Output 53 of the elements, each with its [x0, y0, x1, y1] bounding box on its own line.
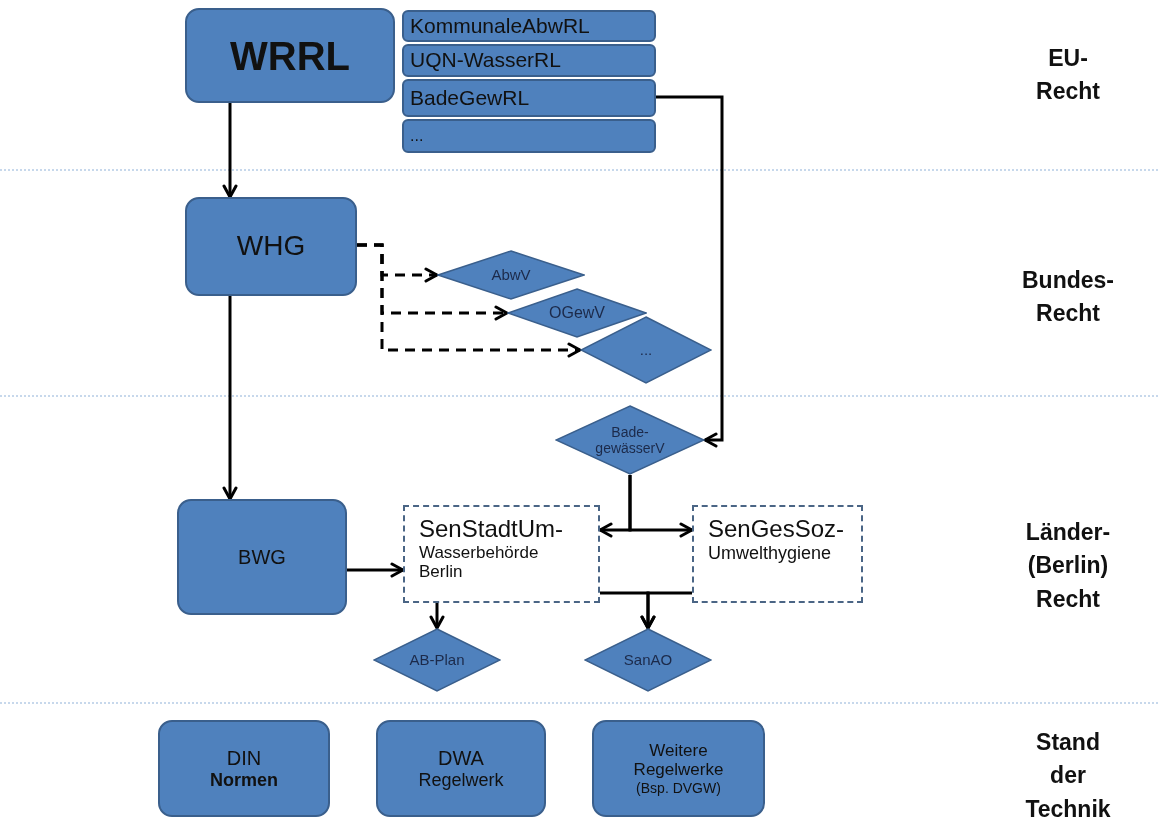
arrow [222, 296, 238, 501]
rounded-box [376, 720, 546, 817]
decision-diamond [555, 405, 705, 475]
node-label: OGewV [549, 303, 605, 323]
list-item-box [402, 119, 656, 153]
node-label: Umwelthygiene [708, 542, 832, 564]
decision-diamond [507, 288, 647, 338]
dashed-box [692, 505, 863, 603]
node-label: Wasserbehörde Berlin [419, 542, 540, 582]
node-label: BadeGewRL [410, 85, 530, 111]
decision-diamond [584, 628, 712, 692]
node-label: Weitere Regelwerke [632, 740, 725, 780]
dashed-box [403, 505, 600, 603]
arrow [628, 475, 694, 538]
node-label: SenGesSoz- [708, 515, 845, 543]
section-label: Länder- (Berlin) Recht [1025, 518, 1111, 614]
list-item-box [402, 44, 656, 77]
node-label: (Bsp. DVGW) [636, 780, 721, 797]
decision-diamond [580, 316, 712, 384]
node-label: BWG [238, 545, 286, 569]
node-label: Bade- gewässerV [595, 423, 665, 457]
arrow [347, 562, 405, 578]
node-label: SanAO [623, 651, 673, 669]
node-label: WRRL [230, 32, 350, 79]
list-item-box [402, 10, 656, 42]
arrow [357, 243, 582, 358]
node-label: ... [410, 126, 424, 146]
node-label: Regelwerk [418, 769, 504, 791]
node-label: DWA [438, 746, 484, 770]
rounded-box [185, 197, 357, 296]
list-item-box [402, 79, 656, 117]
section-label: Bundes- Recht [1022, 266, 1114, 329]
rounded-box [158, 720, 330, 817]
node-label: DIN [226, 746, 262, 770]
node-label: WHG [236, 230, 306, 263]
rounded-box [177, 499, 347, 615]
node-label: UQN-WasserRL [410, 48, 561, 73]
section-label: EU- Recht [1036, 44, 1100, 107]
arrow [429, 603, 445, 630]
node-label: AB-Plan [409, 651, 465, 669]
node-label: ... [639, 341, 653, 359]
arrow [656, 95, 724, 448]
node-label: AbwV [491, 266, 531, 284]
arrow [640, 591, 692, 630]
section-label: Stand der Technik [1025, 728, 1111, 824]
decision-diamond [373, 628, 501, 692]
arrow [222, 103, 238, 199]
node-label: SenStadtUm- [419, 515, 564, 543]
rounded-box [592, 720, 765, 817]
rounded-box [185, 8, 395, 103]
node-label: Normen [210, 769, 278, 791]
node-label: KommunaleAbwRL [410, 13, 590, 39]
decision-diamond [437, 250, 585, 300]
